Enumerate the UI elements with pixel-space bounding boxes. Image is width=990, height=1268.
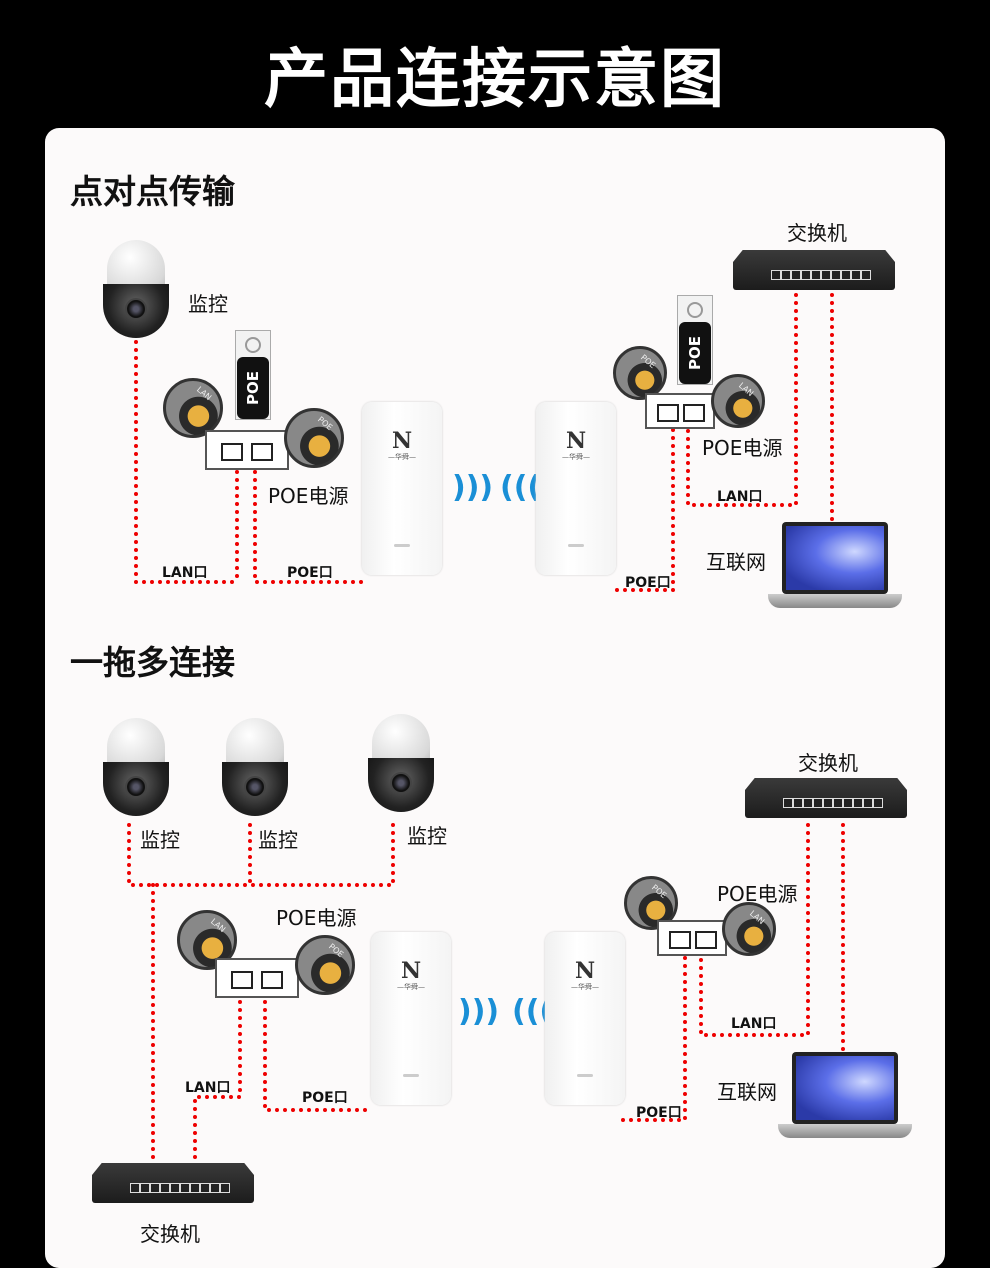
camera-label: 监控 bbox=[188, 292, 228, 316]
wireless-signal-icon: ))) bbox=[458, 994, 500, 1029]
poe-port-label: POE口 bbox=[636, 1105, 682, 1121]
camera-icon bbox=[222, 718, 288, 816]
laptop-icon bbox=[778, 1052, 912, 1147]
poe-power-label: POE电源 bbox=[717, 882, 798, 906]
poe-adapter-icon: POE bbox=[677, 295, 713, 385]
poe-injector-icon bbox=[657, 920, 727, 956]
poe-injector-icon bbox=[205, 430, 289, 470]
poe-port-label: POE口 bbox=[302, 1090, 348, 1106]
poe-injector-icon bbox=[215, 958, 299, 998]
wireless-bridge-icon: N—华舜— bbox=[545, 932, 625, 1105]
poe-port-label: POE口 bbox=[287, 565, 333, 581]
wireless-bridge-icon: N—华舜— bbox=[536, 402, 616, 575]
poe-adapter-icon: POE bbox=[235, 330, 271, 420]
switch-icon bbox=[733, 250, 895, 290]
lan-port-closeup-icon: LAN bbox=[163, 378, 223, 438]
poe-power-label: POE电源 bbox=[276, 906, 357, 930]
wireless-signal-icon: ))) bbox=[452, 470, 494, 505]
laptop-icon bbox=[768, 522, 902, 617]
wireless-signal-icon: ((( bbox=[500, 470, 542, 505]
section-heading-multi: 一拖多连接 bbox=[70, 643, 235, 682]
lan-port-label: LAN口 bbox=[731, 1016, 777, 1032]
wireless-bridge-icon: N—华舜— bbox=[371, 932, 451, 1105]
poe-injector-icon bbox=[645, 393, 715, 429]
switch-icon bbox=[745, 778, 907, 818]
lan-port-closeup-icon: LAN bbox=[722, 902, 776, 956]
internet-label: 互联网 bbox=[706, 550, 766, 574]
camera-label: 监控 bbox=[140, 828, 180, 852]
poe-port-closeup-icon: POE bbox=[295, 935, 355, 995]
poe-port-label: POE口 bbox=[625, 575, 671, 591]
page-title: 产品连接示意图 bbox=[264, 43, 726, 117]
wireless-bridge-icon: N—华舜— bbox=[362, 402, 442, 575]
switch-icon bbox=[92, 1163, 254, 1203]
camera-icon bbox=[103, 718, 169, 816]
poe-port-closeup-icon: POE bbox=[613, 346, 667, 400]
camera-icon bbox=[103, 240, 169, 338]
camera-label: 监控 bbox=[258, 828, 298, 852]
lan-port-label: LAN口 bbox=[717, 489, 763, 505]
lan-port-label: LAN口 bbox=[162, 565, 208, 581]
switch-label: 交换机 bbox=[140, 1222, 200, 1246]
switch-label: 交换机 bbox=[787, 221, 847, 245]
switch-label: 交换机 bbox=[798, 751, 858, 775]
poe-power-label: POE电源 bbox=[268, 484, 349, 508]
lan-port-label: LAN口 bbox=[185, 1080, 231, 1096]
lan-port-closeup-icon: LAN bbox=[711, 374, 765, 428]
internet-label: 互联网 bbox=[717, 1080, 777, 1104]
poe-port-closeup-icon: POE bbox=[284, 408, 344, 468]
camera-label: 监控 bbox=[407, 824, 447, 848]
section-heading-p2p: 点对点传输 bbox=[70, 172, 235, 211]
poe-power-label: POE电源 bbox=[702, 436, 783, 460]
camera-icon bbox=[368, 714, 434, 812]
